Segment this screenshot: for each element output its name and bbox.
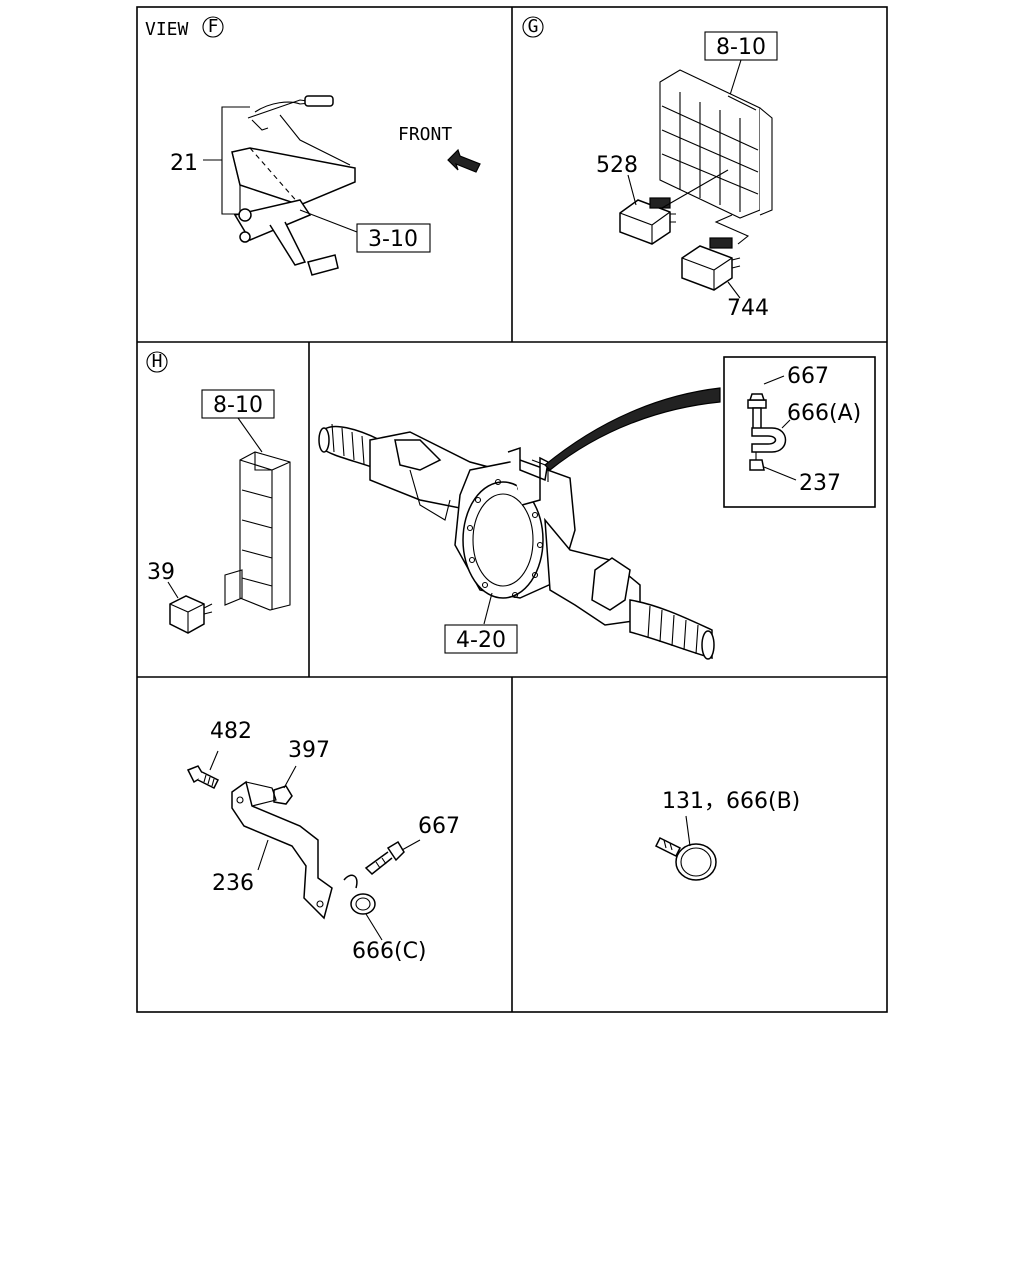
panel-h: H 8-10 39 [146,351,291,634]
ref-8-10-h: 8-10 [213,393,263,418]
panel-rear-axle: 4-20 667 666(A) 237 [318,356,876,660]
part-number-528: 528 [596,153,638,178]
ref-box-3-10 [356,223,431,253]
front-label: FRONT [398,124,452,145]
part-number-667-inset: 667 [787,364,829,389]
circle-letter-h-ring [146,351,168,373]
clip-inset-box [723,356,876,508]
circle-letter-g-ring [522,16,544,38]
relay-stack-drawing [224,451,291,611]
relay-744-drawing [681,237,741,291]
ref-box-4-20 [444,624,518,654]
pedal-assembly-drawing [231,95,356,276]
relay-block-drawing [659,69,773,219]
view-label: VIEW [145,19,189,40]
part-number-236: 236 [212,871,254,896]
part-number-397: 397 [288,738,330,763]
part-number-667: 667 [418,814,460,839]
circle-letter-f-ring [202,16,224,38]
part-number-21: 21 [170,151,198,176]
part-number-482: 482 [210,719,252,744]
part-number-237: 237 [799,471,841,496]
clamp-band-drawing [654,836,717,881]
ref-3-10: 3-10 [368,227,418,252]
panel-g: G 8-10 528 [522,16,778,321]
part-number-666a: 666(A) [787,401,861,426]
circle-letter-f: F [208,16,219,37]
front-arrow-icon [447,148,481,173]
ref-4-20: 4-20 [456,628,506,653]
part-number-131-666b: 131，666(B) [662,789,800,814]
panel-clamp: 131，666(B) [654,789,800,881]
part-number-39: 39 [147,560,175,585]
relay-39-drawing [169,595,213,634]
panel-view-f: VIEW F FRONT 21 3-10 [145,16,481,276]
part-number-744: 744 [727,296,769,321]
part-number-666c: 666(C) [352,939,427,964]
panel-bracket: 482 397 667 236 666(C) [186,719,460,964]
bracket-drawing [186,765,405,920]
rear-axle-drawing [318,423,715,660]
callout-wedge [544,387,721,471]
circle-letter-h: H [152,351,163,372]
relay-528-drawing [619,197,676,245]
diagram-frame [136,6,888,1013]
ref-8-10-g: 8-10 [716,35,766,60]
circle-letter-g: G [528,16,539,37]
